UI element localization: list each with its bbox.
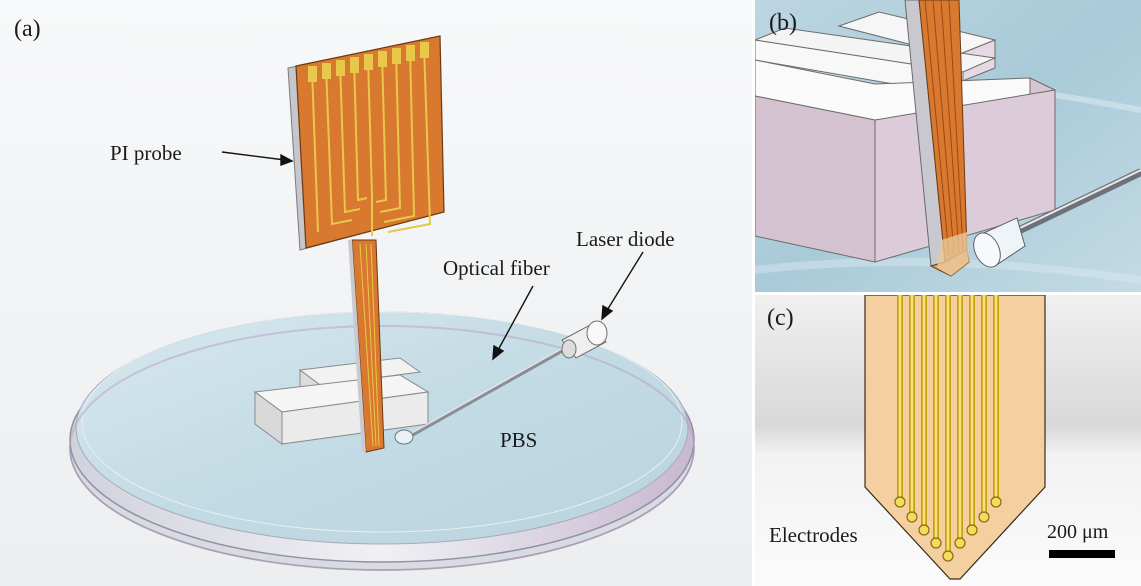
panel-a: (a) PI probe Optical fiber Laser diode P… xyxy=(0,0,752,586)
laser-diode-label: Laser diode xyxy=(576,227,675,251)
pbs-label: PBS xyxy=(500,428,537,452)
panel-c-letter: (c) xyxy=(767,305,794,331)
panel-c-illustration: (c) Electrodes 200 μm xyxy=(755,295,1141,586)
optical-fiber xyxy=(394,342,573,445)
pi-probe-label: PI probe xyxy=(110,141,182,165)
electrodes-label: Electrodes xyxy=(769,523,858,547)
panel-c: (c) Electrodes 200 μm xyxy=(755,295,1141,586)
optical-fiber-label: Optical fiber xyxy=(443,256,550,280)
probe-shank xyxy=(348,239,385,453)
panel-b-letter: (b) xyxy=(769,10,797,36)
probe-shank-closeup xyxy=(904,0,970,277)
panel-a-illustration: (a) PI probe Optical fiber Laser diode P… xyxy=(0,0,752,586)
optical-fiber-closeup xyxy=(973,168,1141,268)
panel-b-illustration: (b) xyxy=(755,0,1141,292)
scale-bar xyxy=(1049,550,1115,558)
annotation-arrows xyxy=(221,151,644,361)
panel-a-letter: (a) xyxy=(14,16,41,42)
probe-head xyxy=(287,35,445,251)
laser-diode xyxy=(561,320,608,359)
electrode-sites xyxy=(894,496,1002,562)
scale-bar-label: 200 μm xyxy=(1047,521,1109,543)
panel-b: (b) xyxy=(755,0,1141,292)
